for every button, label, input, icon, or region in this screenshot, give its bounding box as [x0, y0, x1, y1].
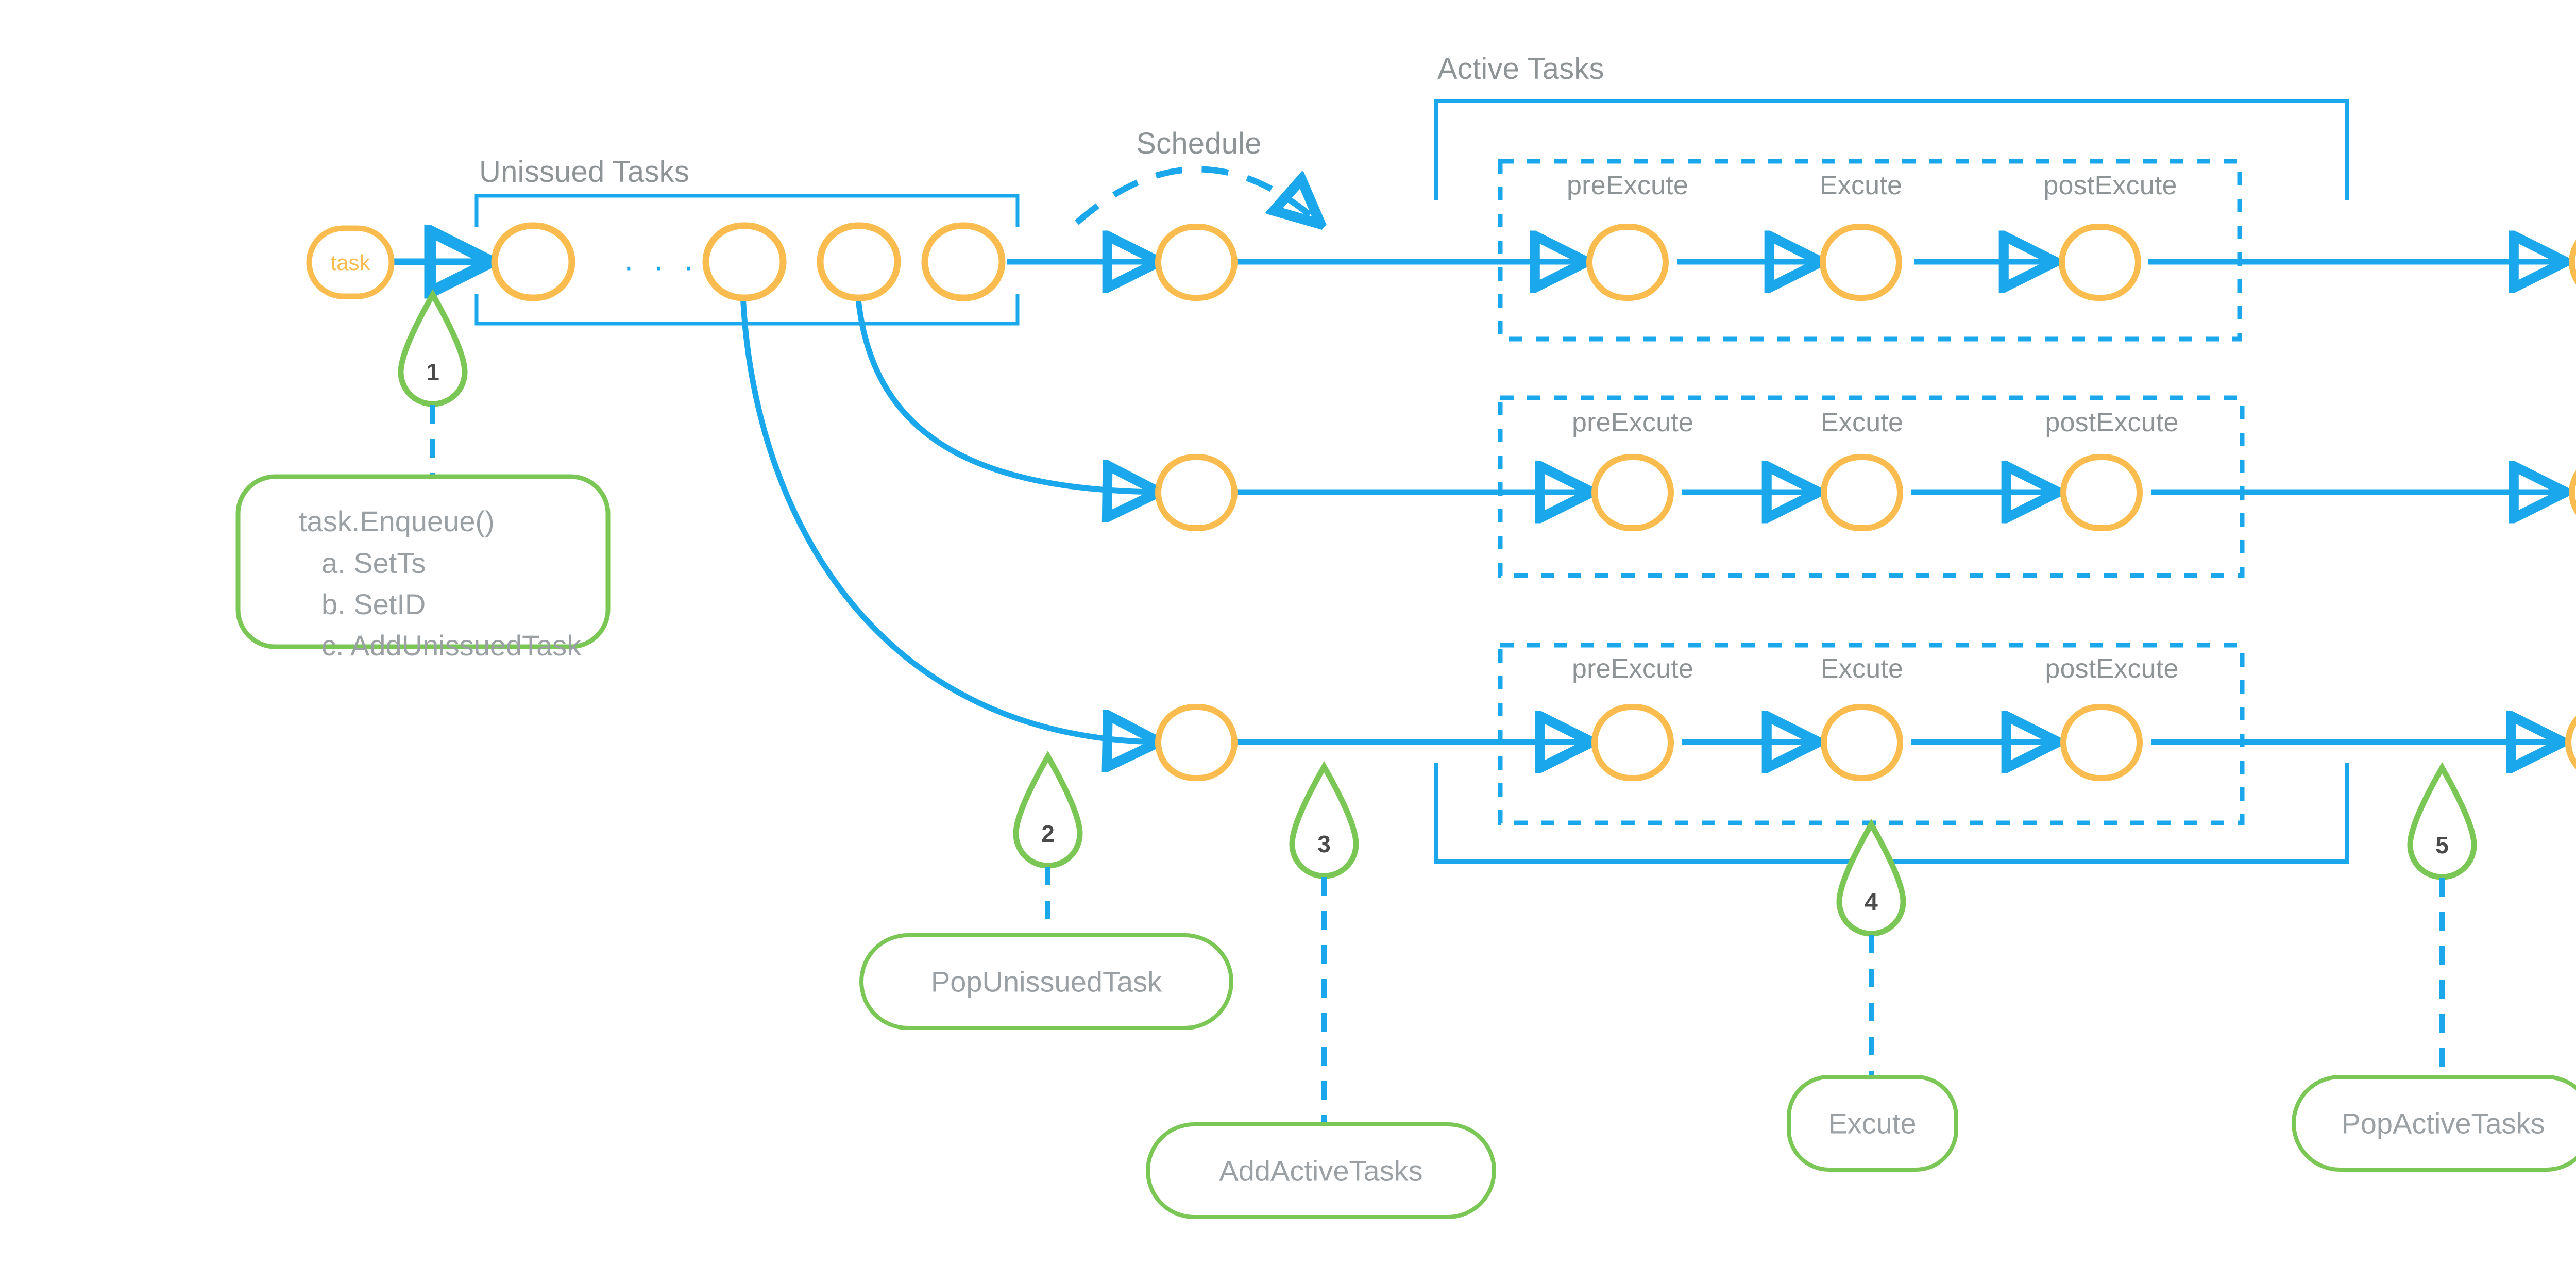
node-queue-1 [491, 222, 575, 301]
node-row3-postexcute [2060, 704, 2143, 781]
node-schedule [1155, 224, 1238, 301]
node-row2-terminal [2569, 470, 2576, 515]
row-3-stage-label-excute: Excute [1820, 654, 1904, 684]
row-2-stage-label-postexcute: postExcute [2045, 408, 2179, 437]
node-row3-entry [1155, 704, 1238, 781]
callout-add-active-tasks-label: AddActiveTasks [1219, 1154, 1423, 1187]
callout-excute-label: Excute [1828, 1107, 1917, 1140]
node-row1-excute [1820, 224, 1902, 301]
callout-enqueue-title: task.Enqueue() [299, 505, 495, 537]
marker-4-number: 4 [1865, 888, 1878, 915]
node-row1-terminal [2569, 240, 2576, 285]
node-queue-3 [817, 222, 901, 301]
branch-curve-to-row-2 [855, 294, 1157, 492]
callout-enqueue-step-a: a. SetTs [321, 547, 426, 579]
marker-4-pin [1836, 818, 1906, 937]
row-2-stage-label-excute: Excute [1820, 408, 1904, 437]
node-row3-terminal [2565, 716, 2576, 769]
callout-pop-active-tasks-label: PopActiveTasks [2341, 1107, 2545, 1140]
node-queue-4 [921, 222, 1006, 301]
marker-1-number: 1 [426, 359, 439, 385]
callout-enqueue-step-c: c. AddUnissuedTask [321, 629, 582, 662]
orange-nodes [306, 222, 2576, 781]
callout-boxes [235, 474, 2576, 1219]
row-3-stage-label-preexcute: preExcute [1572, 654, 1693, 684]
active-tasks-label: Active Tasks [1437, 52, 1604, 86]
node-row2-excute [1821, 454, 1903, 531]
queue-ellipsis: · · · [623, 249, 699, 284]
active-tasks-bracket [1434, 99, 2349, 864]
node-row2-preexcute [1591, 454, 1674, 531]
node-queue-2 [702, 222, 787, 301]
marker-2-pin [1013, 750, 1083, 869]
schedule-label: Schedule [1136, 127, 1262, 160]
unissued-tasks-bracket [474, 194, 1020, 326]
branch-curve-to-row-3 [740, 294, 1157, 742]
row-1-stage-label-excute: Excute [1819, 171, 1903, 200]
callout-pop-unissued-task-label: PopUnissuedTask [930, 965, 1162, 998]
marker-1-pin [398, 289, 468, 407]
marker-5-pin [2407, 762, 2477, 880]
node-row3-preexcute [1591, 704, 1674, 781]
marker-3-pin [1289, 761, 1359, 879]
row-1-stage-label-preexcute: preExcute [1567, 171, 1688, 200]
node-row3-excute [1821, 704, 1903, 781]
marker-3-number: 3 [1317, 831, 1331, 857]
node-task-label: task [330, 250, 370, 275]
node-row2-postexcute [2060, 454, 2143, 531]
node-row2-entry [1155, 454, 1238, 531]
marker-5-number: 5 [2435, 832, 2449, 858]
schedule-dashed-arc [1075, 166, 1319, 223]
unissued-tasks-label: Unissued Tasks [479, 155, 689, 189]
node-row1-postexcute [2059, 224, 2141, 301]
row-2-stage-label-preexcute: preExcute [1572, 408, 1693, 437]
node-row1-preexcute [1586, 224, 1669, 301]
callout-enqueue-step-b: b. SetID [321, 588, 426, 620]
row-3-stage-label-postexcute: postExcute [2045, 654, 2179, 684]
row-1-stage-label-postexcute: postExcute [2043, 171, 2177, 200]
marker-2-number: 2 [1041, 820, 1055, 847]
